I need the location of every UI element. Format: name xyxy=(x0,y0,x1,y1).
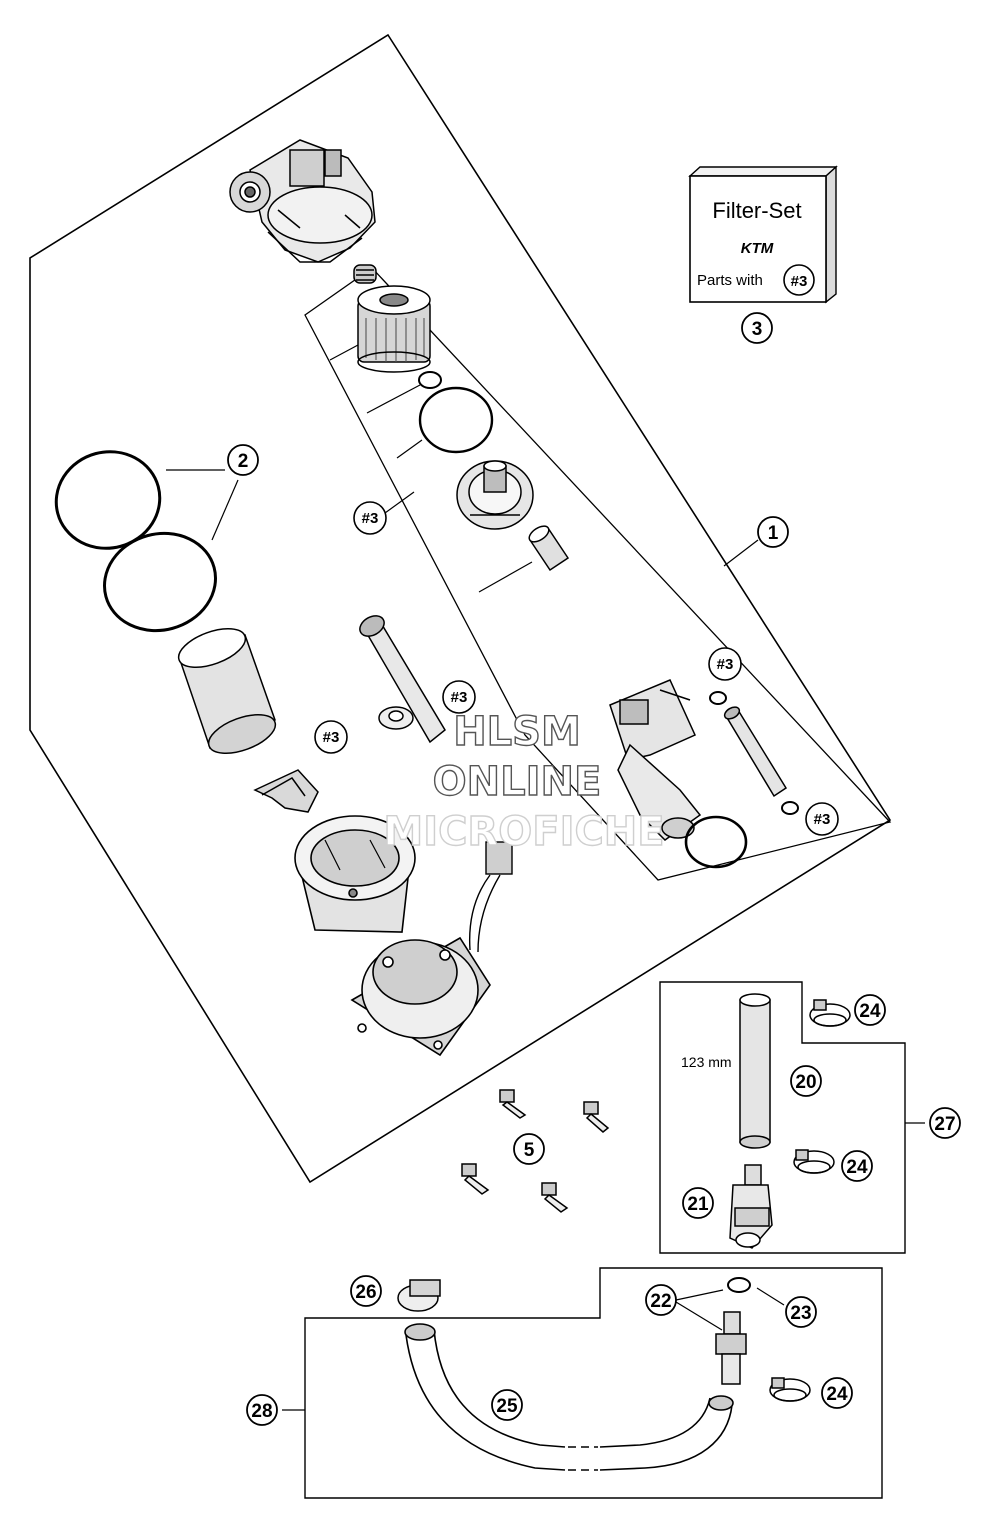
filter-set-box xyxy=(688,165,838,304)
callout-24-top: 24 xyxy=(854,994,886,1026)
o-ring-small-pump xyxy=(709,691,727,705)
callout-24-mid: 24 xyxy=(841,1150,873,1182)
filter-set-ref-circle xyxy=(783,264,815,296)
callout-5: 5 xyxy=(513,1133,545,1165)
hose-short xyxy=(739,993,771,1149)
callout-22: 22 xyxy=(645,1284,677,1316)
filter-ref-2: #3 xyxy=(442,680,476,714)
filter-ref-4: #3 xyxy=(708,647,742,681)
filter-ref-5: #3 xyxy=(805,802,839,836)
callout-1: 1 xyxy=(757,516,789,548)
sleeve xyxy=(528,525,570,572)
svg-text:#3: #3 xyxy=(814,811,831,828)
svg-text:28: 28 xyxy=(251,1401,272,1422)
bolt-2 xyxy=(583,1101,610,1133)
filter-tube xyxy=(723,706,788,798)
bolt-4 xyxy=(541,1182,569,1213)
svg-text:24: 24 xyxy=(859,1001,881,1022)
watermark-line-3: MICROFICHE xyxy=(383,809,664,855)
o-ring-pump-bottom xyxy=(684,815,748,869)
bolt-1 xyxy=(499,1089,527,1119)
spring xyxy=(353,264,377,284)
o-ring-large-2 xyxy=(102,531,218,633)
svg-text:#3: #3 xyxy=(323,729,340,746)
svg-text:1: 1 xyxy=(768,523,779,544)
callout-3: 3 xyxy=(741,312,773,344)
callout-20: 20 xyxy=(790,1065,822,1097)
svg-text:22: 22 xyxy=(650,1291,671,1312)
svg-text:5: 5 xyxy=(524,1140,535,1161)
hose-clamp-26 xyxy=(397,1279,441,1312)
svg-text:25: 25 xyxy=(496,1396,518,1417)
o-ring-small-tube xyxy=(781,801,799,815)
watermark-line-1: HLSM xyxy=(453,709,581,755)
svg-text:23: 23 xyxy=(790,1303,811,1324)
svg-text:26: 26 xyxy=(355,1282,376,1303)
callout-2: 2 xyxy=(227,444,259,476)
callout-24-bottom: 24 xyxy=(821,1377,853,1409)
svg-text:21: 21 xyxy=(687,1194,709,1215)
filter-set-title: Filter-Set xyxy=(712,198,801,223)
svg-text:#3: #3 xyxy=(451,689,468,706)
svg-text:20: 20 xyxy=(795,1072,816,1093)
filter-set-ref: #3 xyxy=(791,273,808,290)
hose-fitting xyxy=(715,1311,747,1385)
assembly-frame-main xyxy=(29,33,892,1184)
filter-set-parts-label: Parts with xyxy=(697,272,763,289)
clip-ring xyxy=(378,706,414,730)
o-ring-large-1 xyxy=(54,450,162,550)
o-ring-large-filter xyxy=(418,386,494,454)
svg-text:24: 24 xyxy=(826,1384,848,1405)
filter-set-brand: KTM xyxy=(741,240,774,257)
pump-head xyxy=(229,139,376,263)
leader-lines-2 xyxy=(166,469,239,541)
leader-line-1 xyxy=(723,539,759,567)
callout-28: 28 xyxy=(246,1394,278,1426)
leader-lines-inner xyxy=(329,344,533,593)
pump-base xyxy=(350,936,491,1057)
hose-length-label: 123 mm xyxy=(681,1054,732,1070)
hose-long xyxy=(404,1323,734,1471)
wiring-harness xyxy=(468,841,513,953)
hose-clamp-bottom xyxy=(769,1377,811,1402)
svg-text:24: 24 xyxy=(846,1157,868,1178)
svg-text:#3: #3 xyxy=(717,656,734,673)
callout-23: 23 xyxy=(785,1296,817,1328)
svg-text:2: 2 xyxy=(238,451,249,472)
o-ring-23 xyxy=(727,1277,751,1293)
assembly-frame-27 xyxy=(659,981,906,1254)
filter-ref-1: #3 xyxy=(353,501,387,535)
pressure-regulator xyxy=(456,460,534,530)
callout-27: 27 xyxy=(929,1107,961,1139)
bolts xyxy=(461,1089,610,1213)
svg-text:3: 3 xyxy=(752,319,763,340)
intake-tube xyxy=(359,615,446,744)
pump-housing xyxy=(294,815,416,933)
fuel-filter xyxy=(357,285,431,373)
svg-text:#3: #3 xyxy=(362,510,379,527)
cylinder-sleeve xyxy=(177,628,277,754)
o-ring-small-top xyxy=(418,371,442,389)
bolt-3 xyxy=(461,1163,490,1195)
fuel-pump-motor xyxy=(609,679,702,841)
filter-ref-3: #3 xyxy=(314,720,348,754)
assembly-frame-28 xyxy=(304,1267,883,1499)
callout-21: 21 xyxy=(682,1187,714,1219)
quick-connector xyxy=(729,1164,773,1249)
hose-clamp-top xyxy=(809,999,851,1027)
watermark-line-2: ONLINE xyxy=(433,759,602,805)
callout-25: 25 xyxy=(491,1389,523,1421)
leader-lines-22-23 xyxy=(675,1287,785,1331)
hose-clamp-mid xyxy=(793,1149,835,1174)
callout-26: 26 xyxy=(350,1275,382,1307)
retainer-bracket xyxy=(253,769,319,813)
svg-text:27: 27 xyxy=(934,1114,955,1135)
